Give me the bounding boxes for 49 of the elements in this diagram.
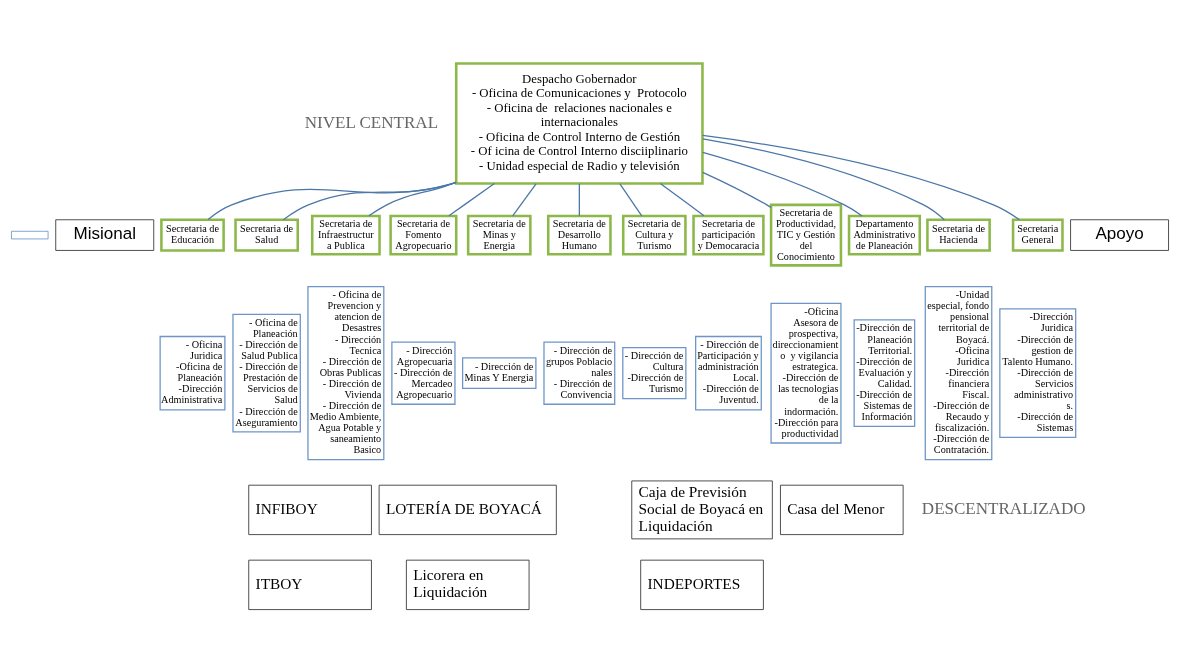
connector <box>702 151 863 217</box>
node-box: -Unidad especial, fondo pensional territorial de Boyacá. -Oficina Juridica -Dirección financiera Fiscal. -Dirección de Recaudo y fiscalización. -Dirección de Contratación. <box>924 285 993 460</box>
node-box: ITBOY <box>248 559 372 610</box>
node-box: Secretaria de Hacienda <box>926 218 991 252</box>
node-box: - Oficina de Planeación - Dirección de Salud Publica - Dirección de Prestación de Servicios de Salud - Dirección de Aseguramiento <box>232 313 301 433</box>
node-box: Secretaria de Minas y Energia <box>466 214 532 256</box>
connector <box>659 182 705 216</box>
node-box: Secretaria de Fomento Agropecuario <box>389 214 458 256</box>
label: NIVEL CENTRAL <box>304 112 439 132</box>
node-box: Secretaria de Infraestructura Publica <box>310 214 381 256</box>
label: DESCENTRALIZADO <box>921 498 1086 518</box>
connector <box>512 182 537 216</box>
node-box: Caja de Previsión Social de Boyacá en Liquidación <box>631 480 773 539</box>
node-box: Secretaria de Educación <box>160 218 225 252</box>
node-box: - Oficina de Prevencion y atencion de Desastres - Dirección Tecnica - Dirección de Obras Publicas - Dirección de Vivienda - Dirección de Medio Ambiente, Agua Potable y saneamiento Basico <box>307 285 385 460</box>
node-box: Secretaria de Salud <box>234 218 299 252</box>
node-box: INDEPORTES <box>640 559 764 610</box>
node-box: Misional <box>55 218 155 251</box>
node-box: -Oficina Asesora de prospectiva, direccionamient o y vigilancia estrategica. -Dirección de las tecnologias de la indormación. -Dirección para productividad <box>770 302 842 444</box>
connector <box>448 182 496 216</box>
node-box: Licorera en Liquidación <box>405 559 530 610</box>
node-box: - Dirección de Minas Y Energia <box>461 356 537 389</box>
node-box: Secretaria de Cultura y Turismo <box>621 214 687 256</box>
connector <box>578 182 580 216</box>
node-box: Apoyo <box>1070 218 1169 251</box>
connector <box>701 134 1020 220</box>
node-box: INFIBOY <box>248 484 372 535</box>
connector <box>368 180 457 216</box>
node-box: - Dirección de Cultura -Dirección de Turismo <box>622 346 687 399</box>
node-box <box>11 230 49 239</box>
connector <box>619 182 643 216</box>
node-box: Secretaria de Desarrollo Humano <box>546 214 612 256</box>
node-box: - Oficina Juridica -Oficina de Planeación -Dirección Administrativa <box>159 335 226 410</box>
node-box: Departamento Administrativo de Planeación <box>847 214 922 256</box>
node-box: - Dirección de Participación y administración Local. -Dirección de Juventud. <box>695 335 762 410</box>
node-box: -Dirección Juridica -Dirección de gestion de Talento Humano. -Dirección de Servicios administrativo s. -Dirección de Sistemas <box>999 307 1077 438</box>
connector <box>702 171 772 208</box>
connector <box>207 181 457 220</box>
node-box: Secretaria de Productividad, TIC y Gestión del Conocimiento <box>769 203 843 267</box>
node-box: Secretaria General <box>1011 218 1064 252</box>
connector <box>282 181 457 220</box>
node-box: Casa del Menor <box>780 484 904 535</box>
node-box: - Dirección Agropecuaria - Dirección de Mercadeo Agropecuario <box>391 340 456 405</box>
node-box: -Dirección de Planeación Territorial. -Dirección de Evaluación y Calidad. -Dirección de Sistemas de Información <box>853 318 916 427</box>
node-box: Despacho Gobernador - Oficina de Comunicaciones y Protocolo - Oficina de relaciones nacionales e internacionales - Oficina de Control Interno de Gestión - Of icina de Control Interno disciiplinario - Unidad especial de Radio y televisión <box>454 61 704 185</box>
connector <box>702 137 945 220</box>
node-box: LOTERÍA DE BOYACÁ <box>378 484 557 535</box>
node-box: Secretaria de participación y Democaracia <box>692 214 765 256</box>
node-box: - Dirección de grupos Poblacio nales - Dirección de Convivencia <box>543 340 616 405</box>
